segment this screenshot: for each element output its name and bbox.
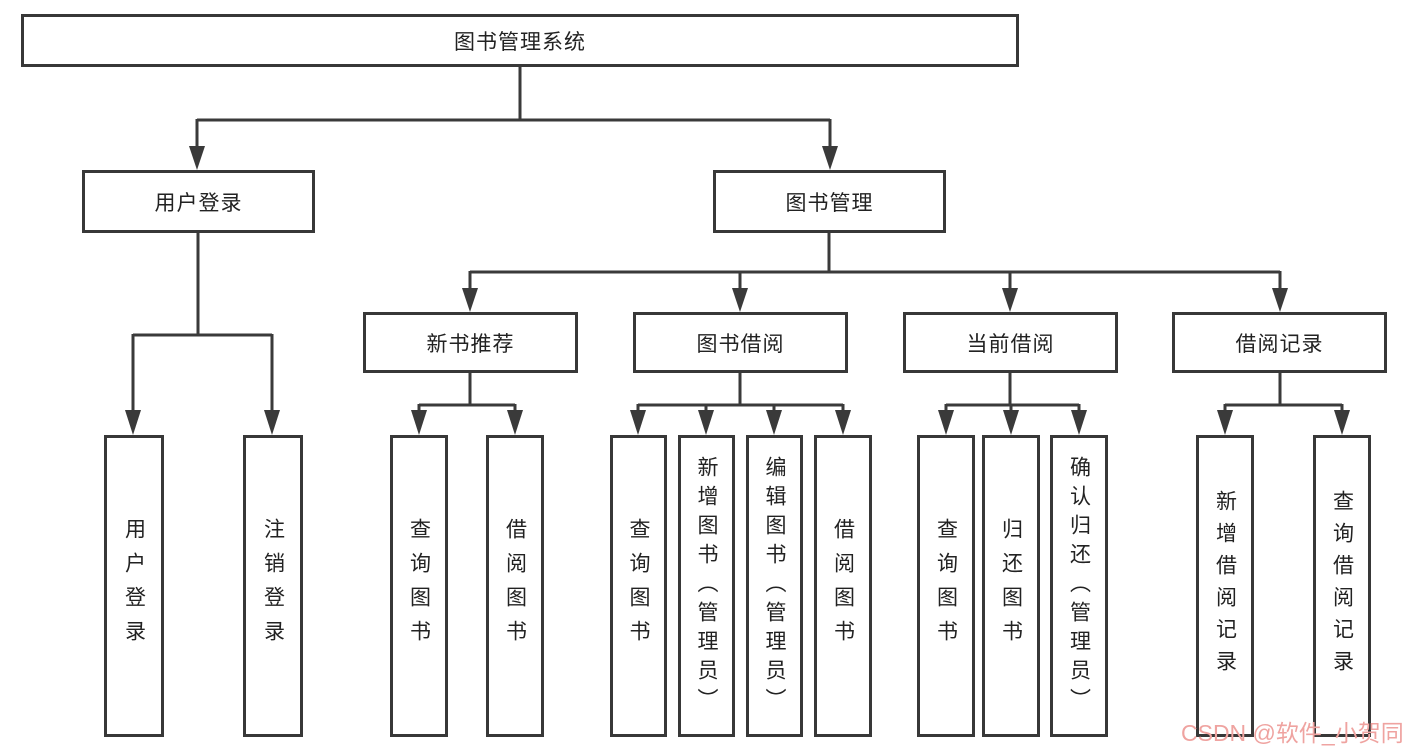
leaf-query-borrow-record: 查询借阅记录 (1313, 435, 1371, 737)
node-label: 用户登录 (154, 191, 243, 215)
node-library-management-system: 图书管理系统 (21, 14, 1019, 67)
node-label: 借阅记录 (1235, 332, 1324, 356)
node-label: 用户登录 (122, 518, 146, 654)
node-label: 新书推荐 (426, 332, 515, 356)
node-new-book-recommendation: 新书推荐 (363, 312, 578, 373)
leaf-add-borrow-record: 新增借阅记录 (1196, 435, 1254, 737)
node-label: 查询借阅记录 (1330, 490, 1354, 682)
node-borrowing-records: 借阅记录 (1172, 312, 1387, 373)
leaf-query-books-borrow: 查询图书 (610, 435, 667, 737)
node-label: 新增图书（管理员） (695, 455, 718, 717)
leaf-query-books-current: 查询图书 (917, 435, 975, 737)
node-book-management: 图书管理 (713, 170, 946, 233)
leaf-user-login: 用户登录 (104, 435, 164, 737)
node-label: 当前借阅 (966, 332, 1055, 356)
leaf-query-books-recommend: 查询图书 (390, 435, 448, 737)
leaf-return-books: 归还图书 (982, 435, 1040, 737)
node-label: 借阅图书 (831, 518, 855, 654)
node-label: 新增借阅记录 (1213, 490, 1237, 682)
node-book-borrowing: 图书借阅 (633, 312, 848, 373)
node-label: 图书借阅 (696, 332, 785, 356)
leaf-add-book-admin: 新增图书（管理员） (678, 435, 735, 737)
node-label: 查询图书 (627, 518, 650, 654)
node-label: 查询图书 (407, 518, 431, 654)
leaf-confirm-return-admin: 确认归还（管理员） (1050, 435, 1108, 737)
leaf-edit-book-admin: 编辑图书（管理员） (746, 435, 803, 737)
node-label: 借阅图书 (503, 518, 527, 654)
node-current-borrowing: 当前借阅 (903, 312, 1118, 373)
watermark: CSDN @软件_小贺同学 (1181, 720, 1405, 746)
node-label: 归还图书 (999, 518, 1023, 654)
node-label: 图书管理系统 (454, 30, 586, 54)
node-label: 编辑图书（管理员） (763, 455, 786, 717)
node-label: 查询图书 (934, 518, 958, 654)
leaf-borrow-books-recommend: 借阅图书 (486, 435, 544, 737)
node-label: 图书管理 (785, 191, 874, 215)
node-label: 确认归还（管理员） (1067, 455, 1091, 717)
node-label: 注销登录 (261, 518, 285, 654)
node-user-login: 用户登录 (82, 170, 315, 233)
leaf-borrow-books-borrow: 借阅图书 (814, 435, 872, 737)
leaf-logout: 注销登录 (243, 435, 303, 737)
